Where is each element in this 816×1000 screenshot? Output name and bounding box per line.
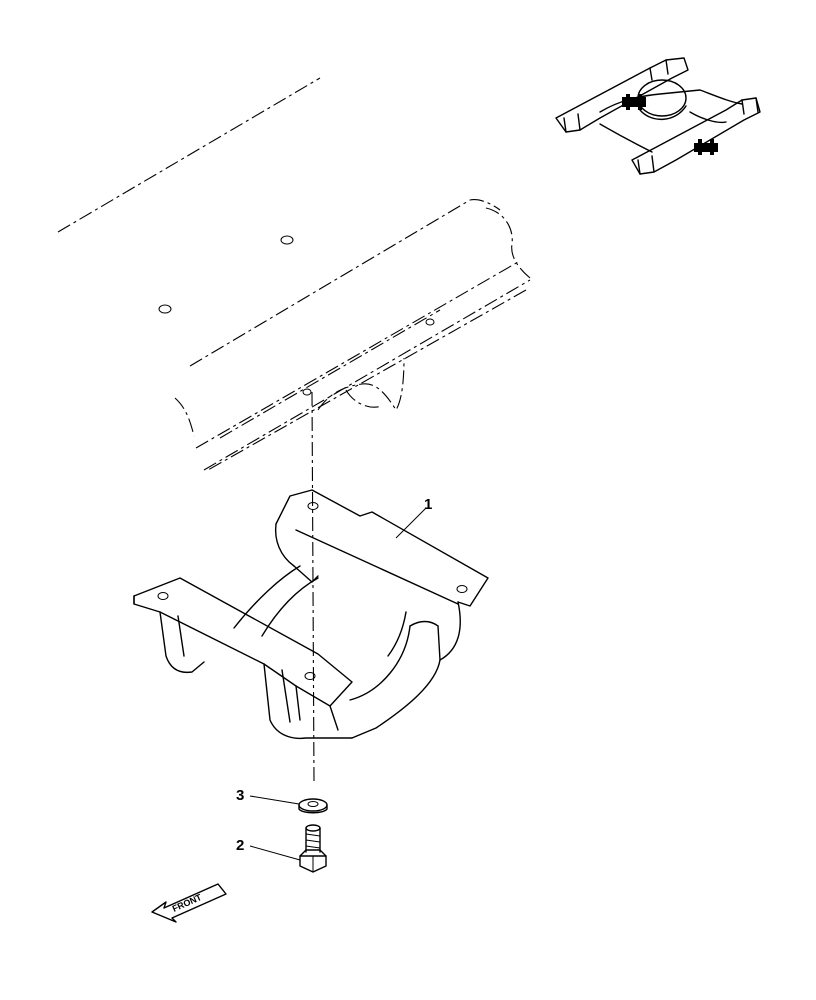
locator-inset (555, 57, 761, 175)
front-direction-arrow: FRONT (151, 883, 227, 923)
part-bracket (133, 489, 489, 740)
callout-2: 2 (236, 837, 301, 861)
highlight-mark-1 (622, 94, 646, 110)
callout-3: 3 (236, 787, 300, 805)
highlight-mark-2 (694, 139, 718, 155)
callout-1: 1 (395, 496, 432, 539)
part-washer (298, 798, 328, 814)
callout-2-label: 2 (236, 837, 244, 854)
part-bolt (299, 824, 327, 873)
assembly-centerline (311, 391, 315, 783)
frame-rail-phantom (57, 77, 531, 471)
callout-1-label: 1 (424, 496, 432, 513)
callout-3-label: 3 (236, 787, 244, 804)
